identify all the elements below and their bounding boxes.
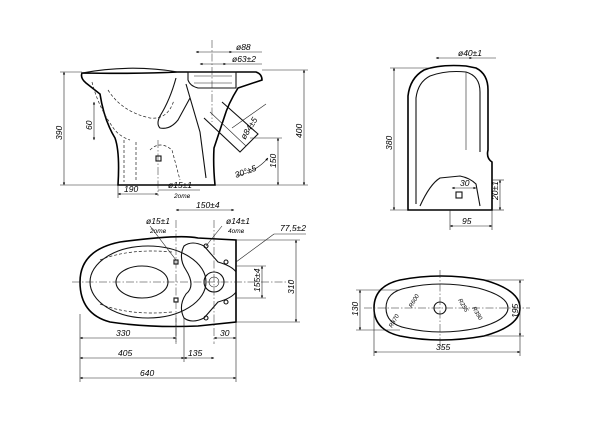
- dim-w95: 95: [462, 216, 472, 226]
- inner-contour: [123, 140, 137, 182]
- dim-leader: [235, 233, 275, 263]
- dim-d88: ø88: [236, 42, 251, 52]
- dim-h60: 60: [84, 120, 94, 130]
- dim-leader: [231, 103, 267, 129]
- dim-w30: 30: [220, 328, 230, 338]
- bolt-hole: [223, 259, 229, 265]
- dim-w775: 77,5±2: [280, 223, 306, 233]
- outlet-pipe-line: [209, 111, 247, 147]
- bolt-hole: [223, 299, 229, 305]
- holes-note: 2отв: [173, 193, 191, 200]
- section-hole: [455, 191, 463, 199]
- dim-w135: 135: [188, 348, 202, 358]
- dim-a30: 30°±5: [233, 163, 258, 180]
- dim-r390: R390: [470, 306, 483, 322]
- section-base: [419, 175, 481, 207]
- dim-h380: 380: [384, 136, 394, 150]
- plan-outline: [79, 235, 237, 328]
- dim-h390: 390: [54, 126, 64, 140]
- dim-w640: 640: [140, 368, 154, 378]
- bolt-hole: [203, 243, 209, 249]
- dim-d15: ø15±1: [168, 180, 192, 190]
- bolt-hole: [203, 315, 209, 321]
- dim-r600: R600: [409, 293, 422, 309]
- angle-arc: [235, 157, 269, 177]
- dim-w355: 355: [436, 342, 450, 352]
- bowl-opening: [89, 245, 207, 319]
- bowl-rim: [81, 67, 179, 74]
- dim-r255: R255: [456, 298, 469, 314]
- trap-channel: [185, 83, 207, 179]
- plan-hidden-lines: [99, 250, 173, 314]
- trap-channel: [157, 77, 191, 129]
- dim-h400: 400: [294, 124, 304, 138]
- section-view: ø40±1 380 30 20±1 95: [384, 48, 504, 230]
- dim-h155: 155±4: [252, 268, 262, 292]
- dim-h130: 130: [350, 302, 360, 316]
- dim-h195: 195: [510, 304, 520, 318]
- inner-contour: [107, 89, 175, 119]
- dim-h310: 310: [286, 280, 296, 294]
- inner-contour: [149, 144, 181, 181]
- side-view: ø88 ø63±2 390 60 400 150 ø84±5 30°±5 190…: [54, 40, 308, 200]
- dim-w30: 30: [460, 178, 470, 188]
- holes4-note: 4отв: [228, 228, 245, 235]
- outlet-pipe: [203, 101, 259, 153]
- inlet-spud: [187, 71, 237, 89]
- outlet-collar: [180, 242, 237, 322]
- dim-w190: 190: [124, 184, 138, 194]
- inlet-spud-lines: [194, 75, 232, 84]
- dim-leader: [149, 225, 177, 261]
- cistern-plan-view: R370 R600 R255 R390 130 195 355: [350, 270, 530, 356]
- bowl-outline: [80, 71, 263, 186]
- dim-d15: ø15±1: [146, 216, 170, 226]
- dim-d14: ø14±1: [226, 216, 250, 226]
- section-outline: [407, 64, 493, 211]
- holes2-note: 2отв: [149, 228, 167, 235]
- dim-d40: ø40±1: [458, 48, 482, 58]
- dim-w330: 330: [116, 328, 130, 338]
- dim-w405: 405: [118, 348, 132, 358]
- dim-w150: 150±4: [196, 200, 220, 210]
- dim-h150: 150: [268, 154, 278, 168]
- dim-h20: 20±1: [490, 181, 500, 201]
- cistern-inner: [385, 283, 509, 333]
- dim-leader: [205, 225, 223, 247]
- plan-view: 150±4 ø15±1 2отв ø14±1 4отв 77,5±2 155±4…: [72, 200, 306, 382]
- section-inner-wall: [415, 70, 481, 204]
- mounting-hole: [155, 155, 162, 162]
- dim-d63: ø63±2: [232, 54, 256, 64]
